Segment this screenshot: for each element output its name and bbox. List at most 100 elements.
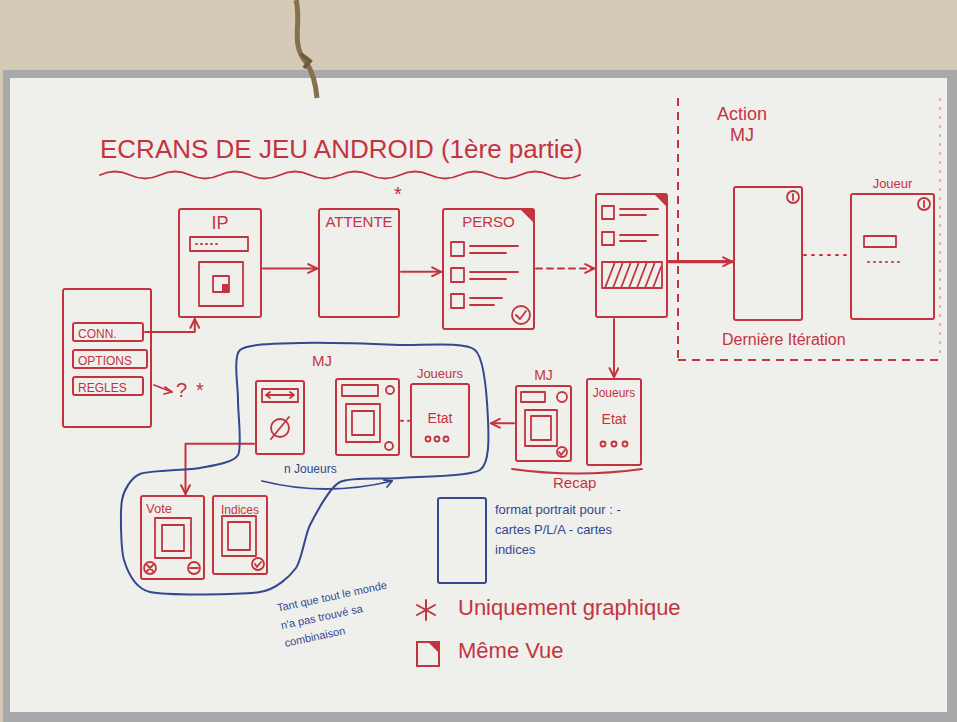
same-view-corner [428, 642, 439, 653]
menu-button: CONN. [72, 322, 144, 342]
minus-button [188, 562, 200, 574]
text-slot: REGLES [78, 378, 127, 396]
screen-text: Etat [428, 410, 453, 426]
info-icon-stem [792, 194, 794, 200]
image-icon-fill [222, 284, 229, 292]
player-dots [868, 261, 902, 263]
character-lines [470, 272, 518, 279]
screen-title: Action MJ [717, 104, 767, 145]
check-mark [255, 562, 261, 567]
label-slot: * [394, 184, 402, 205]
rules-leader-arrowhead [164, 387, 172, 394]
flow-connector [613, 319, 615, 377]
group-heading: MJ [312, 352, 332, 369]
image-frame [199, 262, 243, 306]
gm-screen [335, 378, 400, 456]
character-lines [470, 298, 502, 305]
flow-connector [804, 254, 849, 256]
double-arrow [266, 392, 294, 398]
card [222, 516, 256, 556]
flow-connector [669, 260, 732, 263]
state-dot [601, 442, 606, 447]
screen-title: MJ [534, 367, 553, 383]
same-view-corner [655, 195, 666, 206]
state-dot [612, 442, 617, 447]
recap-gm-screen: MJ [515, 385, 572, 462]
asterisk-sample [417, 600, 435, 620]
cross-mark [147, 565, 153, 571]
hatching [605, 262, 661, 288]
waiting-screen: ATTENTE [318, 208, 400, 318]
flow-connector [145, 319, 195, 332]
legend-sample [417, 642, 439, 666]
board-surface [10, 78, 947, 712]
check-mark [559, 450, 565, 455]
title-underline [100, 172, 580, 179]
player-screen: Joueur [850, 193, 935, 320]
round-button [385, 442, 393, 450]
dotted-boundary [939, 98, 941, 356]
lasso-outline [121, 343, 489, 595]
character-thumb [451, 242, 464, 256]
flow-connector [263, 268, 317, 270]
list-lines [620, 209, 658, 215]
players-screen: JoueursEtat [410, 383, 470, 458]
player-button [342, 385, 378, 396]
label-slot: ? [176, 380, 187, 401]
title-slot: ECRANS DE JEU ANDROID (1ère partie) [100, 135, 583, 165]
screen-title: Vote [146, 501, 172, 516]
text-slot: Indices [214, 500, 266, 518]
question-mark: ? [176, 379, 187, 401]
text-slot: Etat [588, 410, 640, 428]
card-inner [352, 411, 374, 435]
label-slot: n Joueurs [284, 459, 337, 477]
minus-mark [190, 567, 198, 569]
ip-input-field [190, 237, 248, 251]
ip-screen: IP [178, 208, 262, 318]
reject-button [144, 562, 156, 574]
validate-button [557, 447, 567, 457]
text-slot: Dernière Itération [722, 331, 846, 349]
character-lines [470, 246, 518, 253]
hatched-area [602, 262, 662, 288]
same-view-corner [521, 210, 533, 222]
region-outline [676, 96, 944, 364]
input-placeholder-dots [196, 243, 217, 245]
text-slot: ATTENTE [320, 213, 398, 231]
clue-screen: Indices [212, 495, 268, 575]
recap-players-screen: JoueursEtat [586, 378, 642, 466]
screen-title: PERSO [462, 213, 515, 230]
hanging-rope [296, 0, 317, 98]
players-loop-bracket [262, 481, 392, 489]
asterisk-mark: * [196, 379, 204, 401]
card [346, 404, 380, 442]
diagram-title: ECRANS DE JEU ANDROID (1ère partie) [100, 134, 583, 164]
flow-connector [491, 422, 514, 424]
rope-knot [301, 54, 310, 68]
screen-title: Joueurs [417, 366, 463, 381]
gm-screen [733, 186, 803, 321]
check-mark [516, 311, 526, 319]
recap-bracket [512, 469, 642, 474]
text-slot: PERSO [444, 213, 533, 231]
loop-label: n Joueurs [284, 462, 337, 476]
screen-text: Dernière Itération [722, 331, 846, 348]
list-thumb [602, 206, 614, 219]
legend-text: Uniquement graphique [458, 595, 681, 620]
screen-title: Joueur [873, 176, 913, 191]
state-dot [435, 437, 440, 442]
vote-screen: Vote [140, 495, 205, 580]
text-slot: Joueurs [398, 364, 482, 382]
info-icon [787, 191, 799, 203]
legend-sample [438, 498, 486, 583]
legend-slot: Uniquement graphique [458, 596, 681, 620]
card-inner [228, 522, 250, 550]
card-inner [162, 525, 184, 551]
menu-screen: CONN. OPTIONS REGLES [62, 288, 152, 428]
text-slot: IP [180, 213, 260, 234]
text-slot: OPTIONS [78, 351, 132, 369]
validate-button [252, 558, 264, 570]
same-view-sample [417, 642, 439, 666]
